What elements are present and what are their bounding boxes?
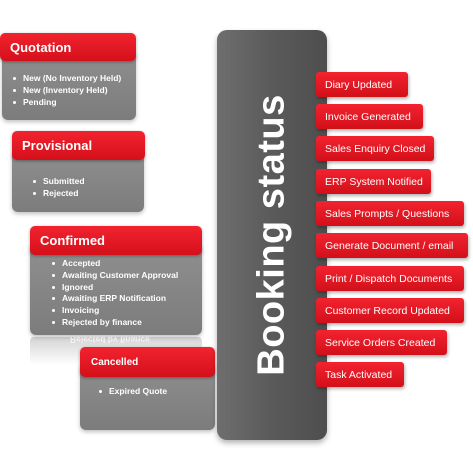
list-item: Pending	[11, 97, 121, 109]
status-item-sales-enquiry-closed: Sales Enquiry Closed	[316, 136, 434, 161]
list-item: Invoicing	[50, 305, 178, 317]
status-item-erp-system-notified: ERP System Notified	[316, 169, 431, 194]
provisional-item-list: Submitted Rejected	[31, 176, 85, 200]
booking-status-bar: Booking status	[217, 30, 327, 440]
reflection-text: Rejected by finance	[70, 337, 150, 346]
confirmed-header: Confirmed	[30, 226, 202, 255]
provisional-card: Submitted Rejected	[12, 150, 144, 212]
cancelled-item-list: Expired Quote	[97, 386, 167, 398]
quotation-card: New (No Inventory Held) New (Inventory H…	[2, 50, 136, 120]
list-item: Awaiting ERP Notification	[50, 293, 178, 305]
quotation-item-list: New (No Inventory Held) New (Inventory H…	[11, 73, 121, 108]
provisional-header: Provisional	[12, 131, 145, 160]
status-item-task-activated: Task Activated	[316, 362, 404, 387]
list-item: Awaiting Customer Approval	[50, 270, 178, 282]
list-item: New (No Inventory Held)	[11, 73, 121, 85]
list-item: Submitted	[31, 176, 85, 188]
cancelled-header: Cancelled	[80, 347, 215, 377]
status-item-invoice-generated: Invoice Generated	[316, 104, 423, 129]
status-item-diary-updated: Diary Updated	[316, 72, 408, 97]
list-item: Ignored	[50, 282, 178, 294]
reflection-list: Rejected by financeInvoicing	[30, 337, 202, 347]
status-item-customer-record-updated: Customer Record Updated	[316, 298, 464, 323]
status-item-generate-document-email: Generate Document / email	[316, 233, 468, 258]
quotation-header: Quotation	[0, 33, 136, 61]
booking-status-title: Booking status	[250, 94, 293, 376]
status-item-sales-prompts-questions: Sales Prompts / Questions	[316, 201, 464, 226]
status-item-service-orders-created: Service Orders Created	[316, 330, 447, 355]
confirmed-item-list: Accepted Awaiting Customer Approval Igno…	[50, 258, 178, 329]
status-item-print-dispatch-documents: Print / Dispatch Documents	[316, 266, 464, 291]
list-item: Expired Quote	[97, 386, 167, 398]
confirmed-card: Accepted Awaiting Customer Approval Igno…	[30, 243, 202, 335]
list-item: Accepted	[50, 258, 178, 270]
list-item: New (Inventory Held)	[11, 85, 121, 97]
list-item: Rejected by finance	[50, 317, 178, 329]
list-item: Rejected	[31, 188, 85, 200]
